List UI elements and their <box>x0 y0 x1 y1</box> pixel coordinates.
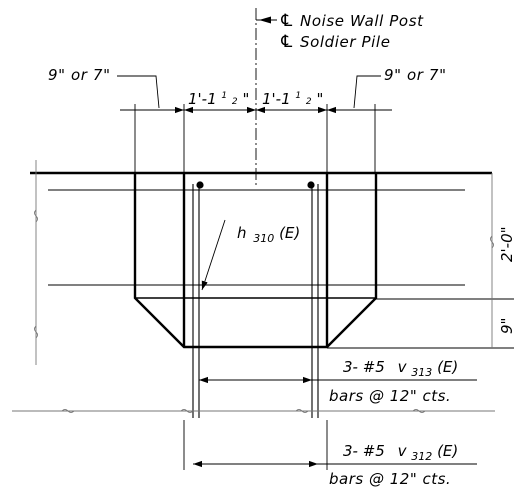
dim-left-half-inch: " <box>242 90 249 108</box>
right-width-leader <box>353 75 381 109</box>
upper-callout-qty: 3- #5 <box>343 358 385 376</box>
right-break-mark <box>490 235 494 249</box>
lower-callout-spacing: bars @ 12" cts. <box>329 470 451 487</box>
lower-callout-label: 3- #5 v 312 (E) <box>343 442 458 464</box>
dim-left-half-whole: 1'-1 <box>188 90 217 108</box>
upper-callout-tag: (E) <box>437 358 458 376</box>
lower-callout-tag: (E) <box>437 442 458 460</box>
rebar-dot-right <box>307 181 315 189</box>
lower-callout-bar: v <box>398 442 408 460</box>
dim-top-height-label: 2'-0" <box>498 226 514 262</box>
soldier-pile-label: Soldier Pile <box>300 33 391 51</box>
left-break-mark-2 <box>34 325 38 339</box>
lower-callout-qty: 3- #5 <box>343 442 385 460</box>
left-break-mark-1 <box>34 209 38 223</box>
lower-break-mark-3 <box>295 409 309 413</box>
bar-h-letter: h <box>237 224 247 242</box>
dim-left-half-label: 1'-1 1 2 " <box>188 84 249 108</box>
noise-wall-post-label: Noise Wall Post <box>300 12 424 30</box>
upper-callout-label: 3- #5 v 313 (E) <box>343 358 458 380</box>
lower-break-mark-2 <box>180 409 194 413</box>
bar-h-tag: (E) <box>279 224 300 242</box>
dim-right-half-inch: " <box>316 90 323 108</box>
rebar-dot-left <box>196 181 204 189</box>
dim-right-half-denominator: 2 <box>306 97 312 107</box>
dim-right-half-label: 1'-1 1 2 " <box>262 84 323 108</box>
upper-callout-bar: v <box>398 358 408 376</box>
upper-callout-subscript: 313 <box>411 366 432 379</box>
bar-h-label: h 310 (E) <box>237 224 300 246</box>
dim-left-half-denominator: 2 <box>232 97 238 107</box>
dim-right-half-whole: 1'-1 <box>262 90 291 108</box>
bar-h-leader <box>201 219 226 291</box>
left-width-leader <box>117 75 160 109</box>
lower-break-mark-4 <box>412 409 426 413</box>
dim-left-half-numerator: 1 <box>221 91 227 101</box>
cl-symbol-noise-wall: ℄ <box>279 11 294 31</box>
right-width-label: 9" or 7" <box>384 66 447 84</box>
upper-callout-spacing: bars @ 12" cts. <box>329 387 451 405</box>
lower-break-mark-1 <box>61 409 75 413</box>
lower-callout-subscript: 312 <box>411 450 432 463</box>
dim-bottom-height-label: 9" <box>498 318 514 334</box>
cl-symbol-soldier-pile: ℄ <box>279 32 294 52</box>
footing-outline <box>133 173 378 349</box>
left-width-label: 9" or 7" <box>48 66 111 84</box>
dim-right-half-numerator: 1 <box>295 91 301 101</box>
centerline-leader-arrow <box>259 16 271 24</box>
bar-h-subscript: 310 <box>253 232 274 245</box>
